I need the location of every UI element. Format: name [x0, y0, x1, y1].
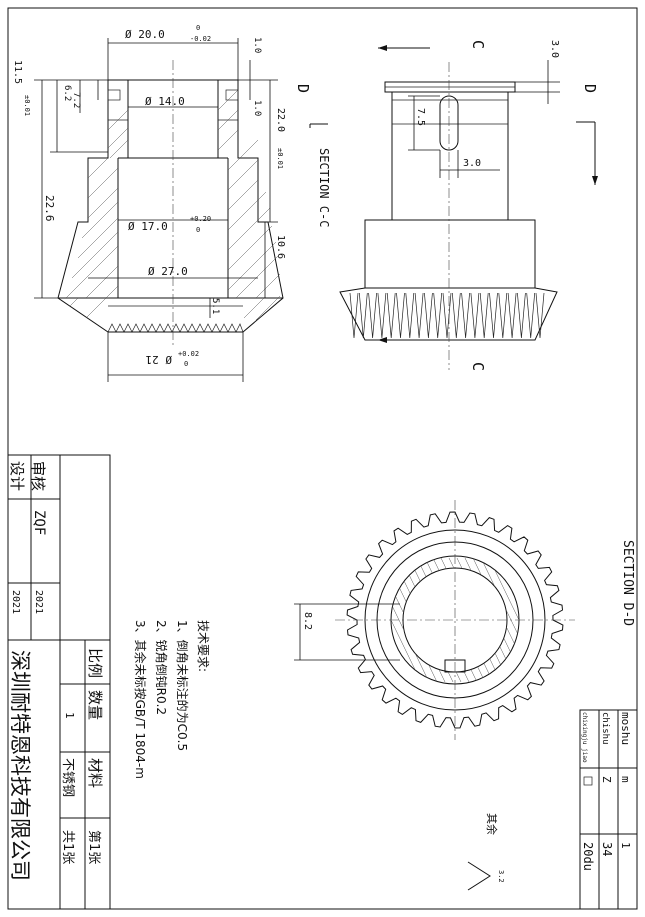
section-c-top-marker: C	[469, 40, 487, 49]
review-year: 2021	[10, 590, 21, 614]
gear-ring	[376, 541, 534, 699]
title-block	[7, 454, 111, 910]
dim-shaft-tol: ±0.01	[276, 148, 284, 169]
gear-ring	[364, 529, 546, 711]
section-d-right-marker: D	[581, 84, 599, 93]
gear-tooth	[461, 292, 470, 339]
gear-parameter-table	[579, 709, 638, 910]
design-label: 设计	[8, 461, 26, 491]
param-angle-label: chixingju jiao	[581, 712, 588, 763]
section-cuts-c	[378, 45, 430, 343]
param-chishu-label: chishu	[600, 712, 610, 745]
gear-tooth	[479, 292, 489, 339]
bevel-teeth	[349, 292, 545, 339]
gear-tooth	[424, 292, 433, 339]
note-2: 2、锐角倒钝R0.2	[154, 620, 168, 715]
dim-1-0-top: 1.0	[252, 37, 262, 53]
gear-tooth	[526, 292, 536, 339]
dim-5-1: 5.1	[210, 298, 220, 314]
gear-tooth	[433, 292, 443, 339]
dim-groove-tol: ±0.01	[23, 95, 31, 116]
review-label: 审核	[29, 461, 47, 491]
param-chishu-value: 34	[600, 842, 614, 856]
dim-tooth-tol-up: +0.02	[178, 350, 199, 358]
dim-shaft-length: 22.0	[275, 108, 286, 132]
dim-groove-length: 11.5	[12, 60, 23, 84]
gear-tooth	[396, 292, 405, 339]
dim-mid-tol-low: 0	[196, 226, 200, 234]
section-d-left-marker: D	[294, 84, 312, 93]
gear-tooth	[405, 292, 415, 339]
designer-name: ZQF	[31, 510, 47, 535]
param-chishu-symbol: Z	[600, 776, 613, 783]
dim-10-6: 10.6	[275, 235, 286, 259]
material-value: 不锈钢	[60, 758, 75, 797]
dim-mid-tol-up: +0.20	[190, 215, 211, 223]
gear-tooth	[349, 292, 359, 339]
company-name: 深圳耐特恩科技有限公司	[8, 650, 32, 881]
note-3: 3、其余未标按GB/T 1804-m	[133, 620, 148, 779]
quantity-label: 数量	[86, 690, 104, 720]
gear-tooth	[368, 292, 377, 339]
gear-tooth	[377, 292, 387, 339]
technical-notes: 技术要求: 1、倒角未标注的为C0.5 2、锐角倒钝R0.2 3、其余未标按GB…	[133, 620, 210, 779]
param-angle-box	[583, 776, 593, 786]
dim-outer-tol-up: 0	[196, 24, 200, 32]
dim-tooth-tol-low: 0	[184, 360, 188, 368]
dim-7-2: 7.2	[71, 92, 81, 108]
quantity-value: 1	[63, 712, 76, 719]
dim-1-0-bottom: 1.0	[252, 100, 262, 116]
roughness-value: 3.2	[497, 870, 505, 883]
note-1: 1、倒角未标注的为C0.5	[175, 620, 190, 751]
gear-tooth	[507, 292, 517, 339]
sheet-total: 共1张	[60, 830, 75, 864]
dimension-lines-dd	[294, 603, 400, 661]
gear-tooth	[535, 292, 545, 339]
gear-front-view	[335, 500, 575, 740]
gear-tooth	[470, 292, 480, 339]
roughness-symbol	[467, 861, 491, 891]
param-moshu-label: moshu	[619, 712, 632, 745]
material-label: 材料	[86, 758, 104, 788]
dim-outer-diameter: Ø 20.0	[125, 28, 165, 41]
section-dd-label: SECTION D-D	[620, 540, 635, 626]
section-cc-view	[57, 60, 284, 345]
dim-tooth-diameter: Ø 21	[146, 353, 173, 366]
gear-tooth	[451, 292, 461, 339]
gear-tooth	[442, 292, 452, 339]
dim-total-length: 22.6	[43, 195, 56, 222]
dimension-lines-external	[408, 60, 560, 178]
gear-tooth	[358, 292, 368, 339]
scale-label: 比例	[86, 648, 104, 678]
section-c-bottom-marker: C	[469, 362, 487, 371]
surface-note: 其余	[485, 813, 499, 835]
dim-hub-diameter: Ø 27.0	[148, 265, 188, 278]
dim-mid-diameter: Ø 17.0	[128, 220, 168, 233]
dim-3-0-ring: 3.0	[549, 40, 560, 58]
notes-title: 技术要求:	[196, 620, 210, 672]
param-moshu-value: 1	[619, 842, 632, 849]
param-moshu-symbol: m	[619, 776, 632, 783]
design-year: 2021	[33, 590, 44, 614]
gear-tooth	[498, 292, 508, 339]
dim-outer-tol-low: -0.02	[190, 35, 211, 43]
section-cc-label: SECTION C-C	[317, 148, 331, 227]
dim-6-2: 6.2	[62, 85, 72, 101]
dim-8-2: 8.2	[302, 612, 313, 630]
gear-tooth	[489, 292, 498, 339]
gear-tooth	[517, 292, 526, 339]
sheet-number: 第1张	[86, 830, 101, 864]
param-angle-value: 20du	[581, 842, 595, 871]
dim-7-5: 7.5	[415, 108, 426, 126]
gear-ring	[402, 567, 508, 673]
gear-tooth	[386, 292, 396, 339]
dimension-lines-cc	[34, 38, 278, 382]
dim-bore-diameter: Ø 14.0	[145, 95, 185, 108]
dim-3-0-slot: 3.0	[463, 158, 481, 169]
gear-tooth	[414, 292, 424, 339]
